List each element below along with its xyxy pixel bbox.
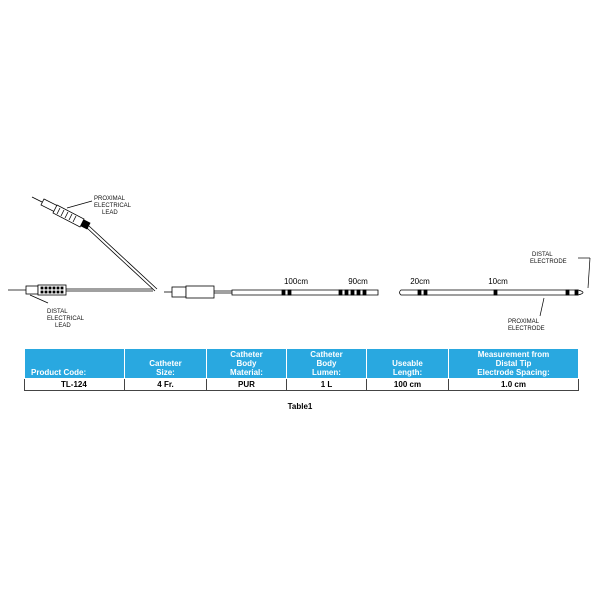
distal-lead-label: DISTAL ELECTRICAL LEAD (47, 309, 85, 329)
proximal-lead-label: PROXIMAL ELECTRICAL LEAD (94, 196, 132, 216)
proximal-electrical-lead (31, 196, 158, 292)
proximal-electrode-label: PROXIMAL ELECTRODE (508, 319, 545, 332)
catheter-distal-segment (399, 289, 584, 296)
cell-useable-length: 100 cm (366, 378, 449, 391)
connector-hub (164, 285, 232, 299)
cell-body-lumen: 1 L (286, 378, 367, 391)
header-product-code: Product Code: (24, 348, 125, 379)
cell-catheter-size: 4 Fr. (124, 378, 207, 391)
distal-electrical-lead (8, 284, 153, 296)
mark-100cm: 100cm (284, 277, 308, 286)
mark-20cm: 20cm (410, 277, 430, 286)
distal-electrode-label: DISTAL ELECTRODE (530, 252, 567, 265)
cell-electrode-spacing: 1.0 cm (448, 378, 579, 391)
mark-90cm: 90cm (348, 277, 368, 286)
table-caption: Table1 (287, 402, 313, 411)
cell-product-code: TL-124 (24, 378, 125, 391)
table-row: TL-124 4 Fr. PUR 1 L 100 cm 1.0 cm (24, 378, 579, 391)
catheter-diagram: 100cm 90cm 20cm 10cm PROXIMAL ELECTRICAL… (8, 196, 591, 332)
mark-10cm: 10cm (488, 277, 508, 286)
cell-body-material: PUR (206, 378, 287, 391)
catheter-body-segment (231, 289, 379, 296)
leader-lines (29, 200, 591, 317)
